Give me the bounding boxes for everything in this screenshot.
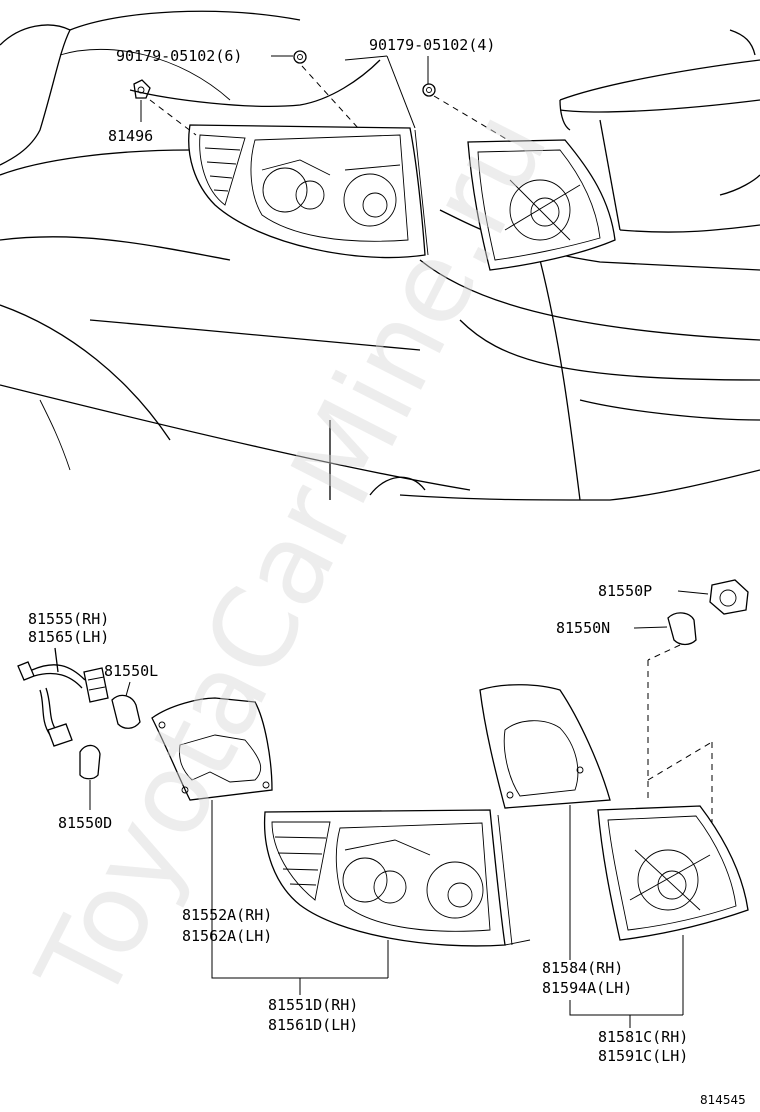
label-bolt-6: 90179-05102(6) — [116, 47, 242, 65]
label-lamp-rh: 81551D(RH) — [268, 996, 358, 1014]
installed-inner-lamp — [467, 139, 616, 271]
gasket-outer — [151, 697, 273, 905]
diagram-id: 814545 — [700, 1093, 746, 1107]
socket-wire-assembly — [17, 647, 109, 747]
installed-outer-lamp — [188, 124, 429, 259]
top-leaders — [140, 55, 509, 141]
label-socket-lh: 81565(LH) — [28, 628, 109, 646]
label-inner-gasket-rh: 81584(RH) — [542, 959, 623, 977]
label-bulb-d: 81550D — [58, 814, 112, 832]
clip-icon — [133, 79, 151, 99]
socket-81550p — [677, 579, 749, 615]
right-dashed-guides — [647, 644, 713, 830]
label-inner-gasket-lh: 81594A(LH) — [542, 979, 632, 997]
nut-icon — [293, 50, 307, 64]
label-inner-lamp-lh: 81591C(LH) — [598, 1047, 688, 1065]
label-inner-lamp-rh: 81581C(RH) — [598, 1028, 688, 1046]
label-gasket-lh: 81562A(LH) — [182, 927, 272, 945]
nut-icon — [422, 83, 436, 97]
label-bulb-p: 81550P — [598, 582, 652, 600]
outer-lamp-unit — [263, 809, 531, 978]
bulb-81550d — [79, 744, 101, 810]
label-bulb-n: 81550N — [556, 619, 610, 637]
label-clip: 81496 — [108, 127, 153, 145]
inner-lamp-unit — [597, 805, 749, 1015]
label-bolt-4: 90179-05102(4) — [369, 36, 495, 54]
label-bulb-l: 81550L — [104, 662, 158, 680]
bulb-81550n — [633, 612, 697, 646]
gasket-inner — [479, 684, 611, 960]
bracket-81551d — [211, 905, 388, 979]
label-gasket-rh: 81552A(RH) — [182, 906, 272, 924]
top-fasteners — [133, 50, 436, 99]
bracket-81581c — [569, 1000, 683, 1016]
label-socket-rh: 81555(RH) — [28, 610, 109, 628]
label-lamp-lh: 81561D(LH) — [268, 1016, 358, 1034]
bulb-81550l — [111, 681, 141, 729]
